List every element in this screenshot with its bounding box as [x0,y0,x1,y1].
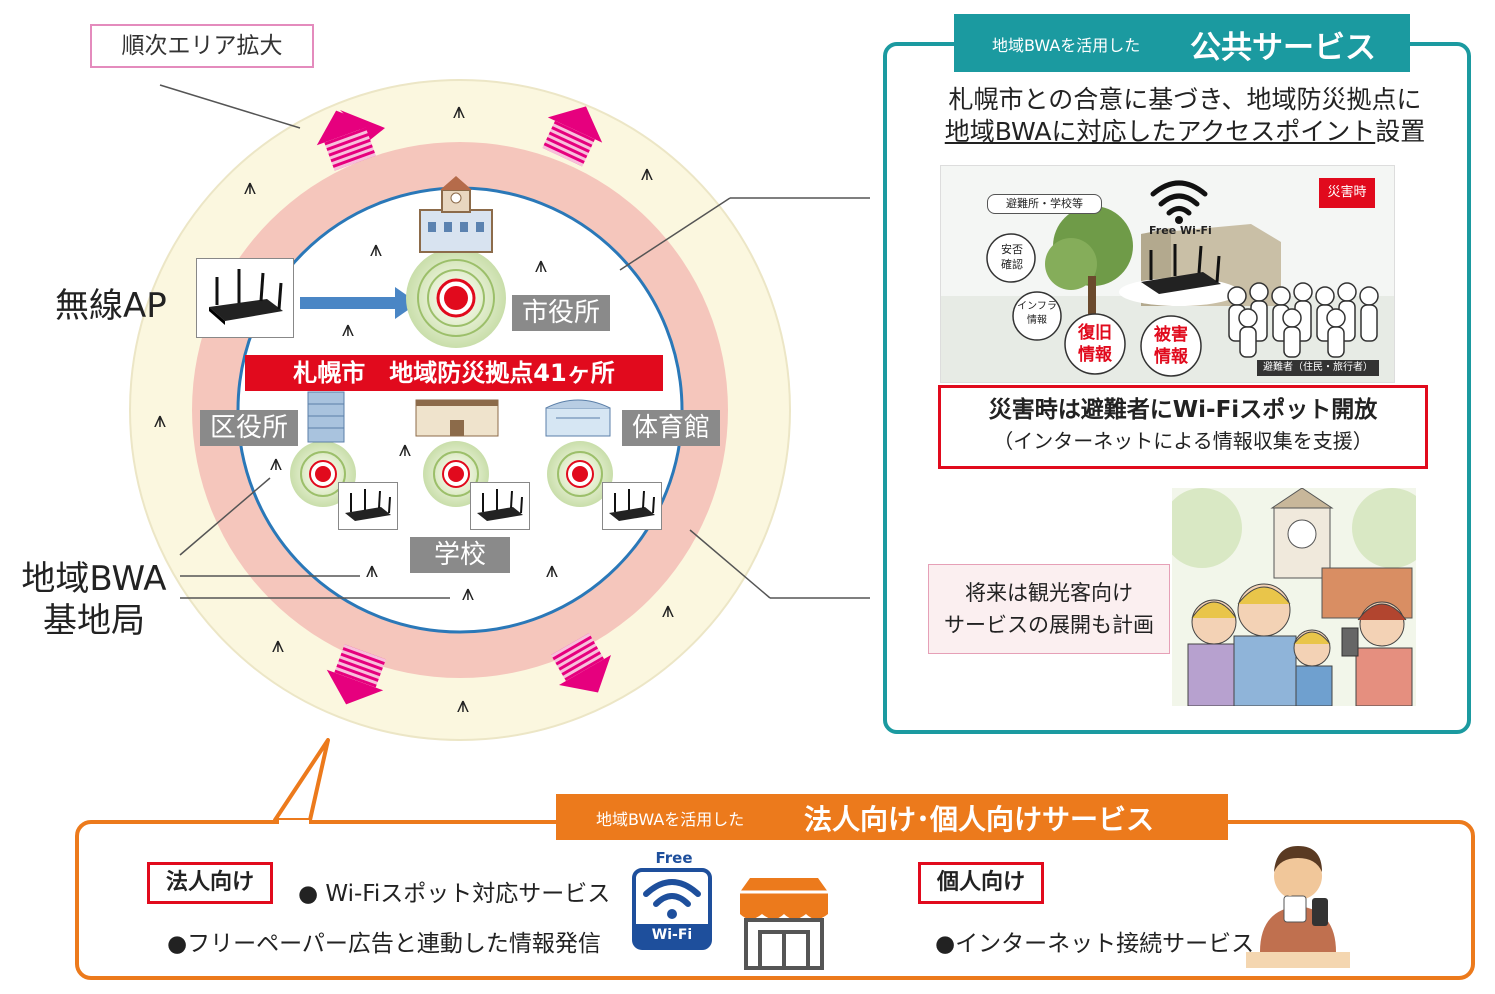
statement-line2: （インターネットによる情報収集を支援） [993,429,1373,453]
person-with-phone-icon [1246,846,1350,968]
city-hall-label: 市役所 [512,295,611,331]
wireless-ap-label: 無線AP [55,286,167,326]
wifi-icon [643,879,701,919]
free-label: Free [655,849,693,867]
antenna-icon: ⩚ [244,175,256,200]
corporate-tag: 法人向け [147,862,273,904]
future-tourist-note: 将来は観光客向け サービスの展開も計画 [928,564,1170,654]
corp-title-main: 法人向け･個人向けサービス [804,803,1155,836]
bubble-safety: 安否確認 [1001,243,1023,271]
corp-title-prefix: 地域BWAを活用した [596,810,745,829]
antenna-icon: ⩚ [462,581,474,606]
desc-line2-rest: 設置 [1375,117,1426,146]
corp-item-freepaper: ●フリーペーパー広告と連動した情報発信 [167,931,601,957]
public-service-title-bar: 地域BWAを活用した 公共サービス [954,14,1410,72]
public-title-main: 公共サービス [1190,30,1376,66]
wifi-icon [1150,180,1208,216]
ward-office-label: 区役所 [200,410,299,446]
gym-label: 体育館 [622,410,721,446]
corporate-title-bar: 地域BWAを活用した 法人向け･個人向けサービス [556,794,1228,840]
router-image [338,482,398,530]
tail-join [279,820,309,825]
expand-area-label: 順次エリア拡大 [90,24,314,68]
disaster-wifi-illustration: 避難所・学校等 災害時 Free Wi-Fi 安否確認 インフラ情報 復旧情報 … [940,165,1395,383]
desc-line1: 札幌市との合意に基づき、地域防災拠点に [948,85,1422,114]
router-image [470,482,530,530]
bubble-damage: 被害情報 [1154,325,1188,367]
router-image [602,482,662,530]
evacuees-label: 避難者（住民・旅行者） [1257,360,1379,376]
public-title-prefix: 地域BWAを活用した [992,36,1141,55]
antenna-icon: ⩚ [342,317,354,342]
bubble-infra: インフラ情報 [1017,301,1057,326]
antenna-icon: ⩚ [662,598,674,623]
antenna-icon: ⩚ [272,633,284,658]
disaster-wifi-statement: 災害時は避難者にWi-Fiスポット開放 （インターネットによる情報収集を支援） [938,385,1428,469]
desc-line2-underlined: 地域BWAに対応したアクセスポイント [944,117,1376,146]
antenna-icon: ⩚ [641,161,653,186]
city-hall-building-icon [419,176,493,253]
bwa-label-line2: 基地局 [43,601,145,641]
free-wifi-icon: Free Wi-Fi [630,849,718,950]
ward-office-building-icon [307,391,345,443]
personal-tag: 個人向け [918,862,1044,904]
desc-line2: 地域BWAに対応したアクセスポイント設置 [905,116,1465,148]
wireless-router-image [196,258,294,338]
public-service-description: 札幌市との合意に基づき、地域防災拠点に 地域BWAに対応したアクセスポイント設置 [905,84,1465,148]
future-line2: サービスの展開も計画 [944,613,1154,637]
disaster-tag: 災害時 [1319,178,1375,208]
bubble-recovery: 復旧情報 [1078,323,1112,365]
antenna-icon: ⩚ [457,693,469,718]
bwa-base-station-label: 地域BWA 基地局 [14,558,174,642]
antenna-icon: ⩚ [453,99,465,124]
statement-line1: 災害時は避難者にWi-Fiスポット開放 [988,397,1378,423]
wifi-sign-frame: Wi-Fi [632,868,712,950]
corp-item-wifi: ● Wi-Fiスポット対応サービス [298,881,611,907]
shop-icon [740,878,828,970]
antenna-icon: ⩚ [366,558,378,583]
blue-arrow-icon [300,287,418,319]
school-label: 学校 [410,537,511,573]
shelter-tag: 避難所・学校等 [987,194,1102,214]
future-line1: 将来は観光客向け [965,581,1133,605]
antenna-icon: ⩚ [535,253,547,278]
personal-item-internet: ●インターネット接続サービス [935,931,1255,957]
disaster-base-banner: 札幌市 地域防災拠点41ヶ所 [245,355,663,391]
tourist-illustration [1172,488,1416,706]
school-building-icon [415,399,499,437]
antenna-icon: ⩚ [154,408,166,433]
speech-tail [273,738,330,822]
antenna-icon: ⩚ [370,237,382,262]
gym-building-icon [545,399,611,437]
antenna-icon: ⩚ [399,437,411,462]
antenna-icon: ⩚ [270,451,282,476]
bwa-label-line1: 地域BWA [21,559,167,599]
free-wifi-label: Free Wi-Fi [1149,224,1212,237]
antenna-icon: ⩚ [546,558,558,583]
wifi-label: Wi-Fi [636,924,708,946]
